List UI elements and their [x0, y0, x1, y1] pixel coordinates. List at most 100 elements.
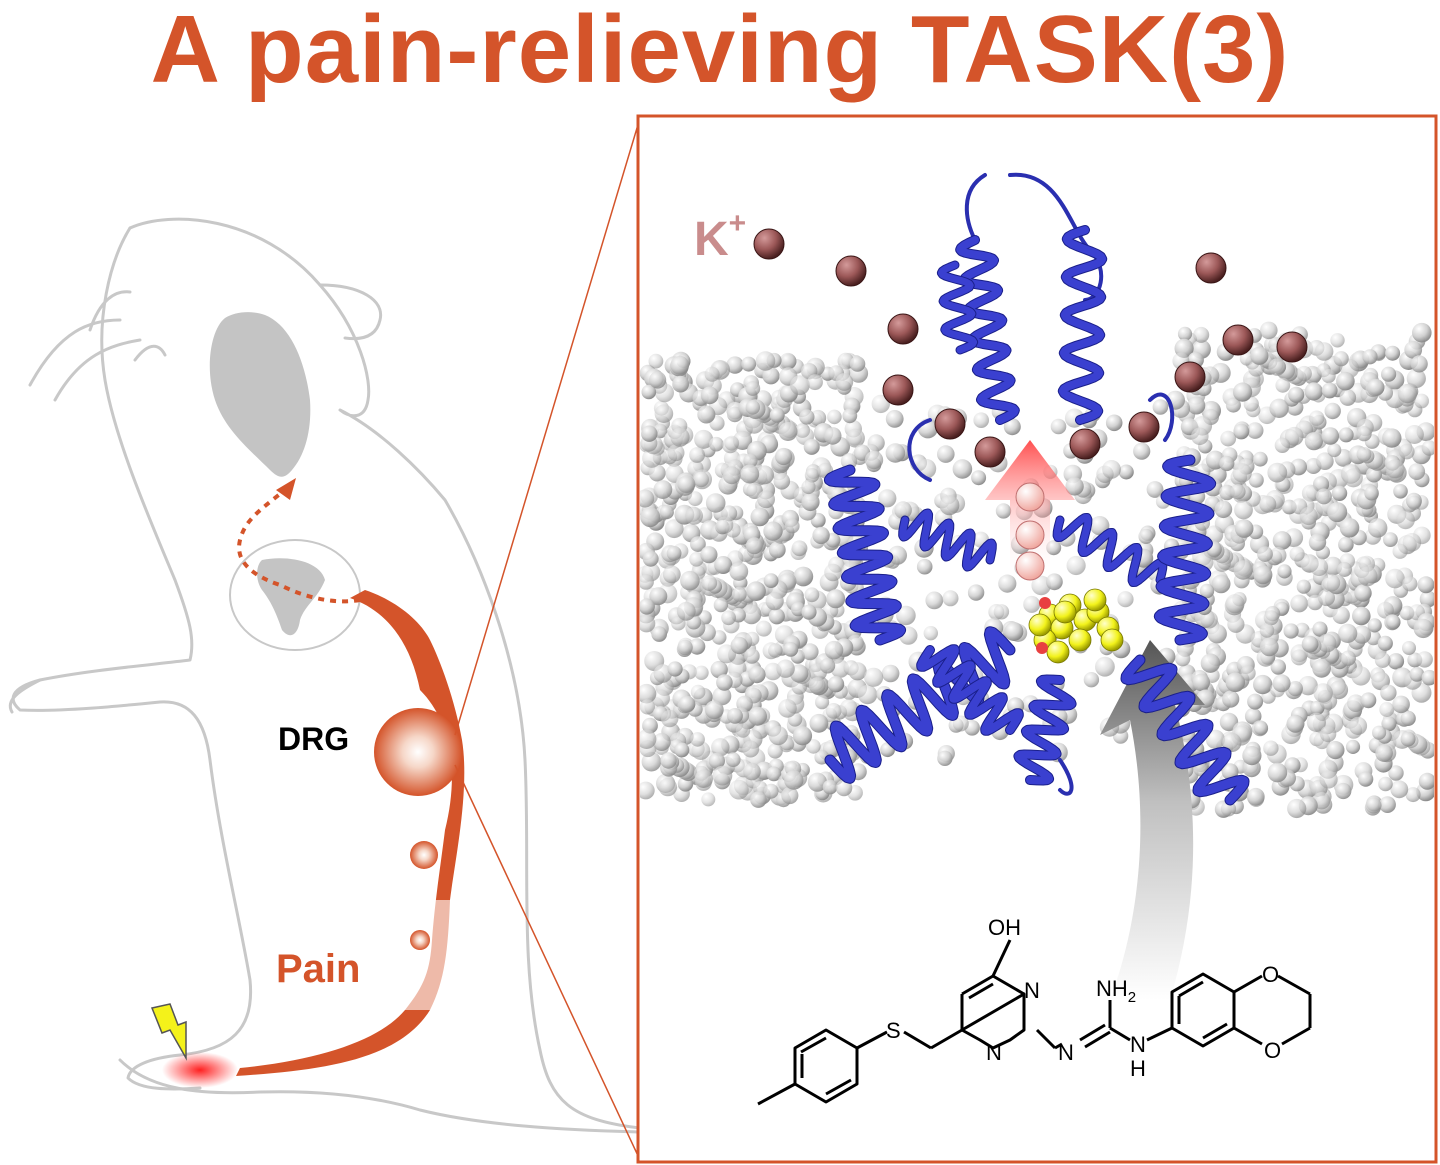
- lipid-atom: [1066, 555, 1086, 576]
- lipid-atom: [1390, 780, 1409, 799]
- lipid-atom: [1269, 547, 1287, 564]
- lipid-atom: [1083, 672, 1100, 688]
- potassium-symbol: K: [694, 213, 729, 266]
- lipid-atom: [942, 590, 959, 607]
- lipid-atom: [1338, 536, 1354, 553]
- lipid-atom: [1284, 426, 1304, 446]
- k-ion: [835, 255, 867, 287]
- lipid-atom: [1385, 345, 1401, 361]
- lipid-atom: [971, 470, 987, 486]
- lipid-atom: [1004, 622, 1024, 641]
- lipid-atom: [778, 422, 798, 441]
- lipid-atom: [677, 475, 696, 494]
- protein-loop: [964, 173, 987, 242]
- lipid-atom: [1233, 382, 1253, 402]
- lipid-atom: [735, 723, 751, 738]
- lipid-atom: [815, 695, 830, 710]
- lipid-atom: [676, 601, 696, 621]
- lipid-atom: [1234, 519, 1254, 538]
- k-ion: [887, 313, 919, 345]
- lipid-atom: [1421, 440, 1434, 456]
- lipid-atom: [704, 700, 724, 720]
- lipid-atom: [755, 351, 776, 371]
- lipid-atom: [750, 507, 770, 527]
- lipid-atom: [659, 504, 674, 520]
- lipid-atom: [845, 428, 865, 448]
- lipid-atom: [1343, 468, 1363, 488]
- lipid-atom: [1331, 485, 1348, 501]
- lipid-atom: [1418, 772, 1434, 790]
- protein-helix: [1154, 455, 1216, 645]
- lipid-atom: [689, 552, 704, 567]
- lipid-atom: [768, 726, 788, 746]
- lipid-atom: [689, 447, 705, 463]
- lipid-atom: [642, 550, 659, 567]
- lipid-atom: [767, 743, 783, 759]
- atom-n-imine: N: [1058, 1040, 1074, 1065]
- lipid-atom: [660, 752, 677, 769]
- lipid-atom: [826, 589, 846, 609]
- lipid-atom: [799, 409, 815, 425]
- lipid-atom: [1409, 667, 1425, 682]
- lipid-atom: [1275, 377, 1291, 393]
- lipid-atom: [713, 597, 729, 613]
- lipid-atom: [1352, 625, 1372, 644]
- lipid-atom: [1330, 333, 1345, 348]
- lipid-atom: [1414, 393, 1429, 409]
- lipid-atom: [1322, 574, 1341, 592]
- lipid-atom: [1357, 566, 1378, 587]
- lipid-atom: [894, 501, 912, 519]
- lipid-atom: [824, 640, 844, 660]
- lipid-atom: [654, 404, 674, 424]
- lipid-atom: [748, 706, 767, 726]
- lipid-atom: [709, 436, 724, 452]
- lipid-atom: [705, 493, 726, 513]
- lipid-atom: [1339, 518, 1360, 538]
- lipid-atom: [755, 465, 774, 485]
- lipid-atom: [775, 447, 793, 466]
- lipid-atom: [923, 626, 938, 641]
- lipid-atom: [716, 674, 733, 691]
- lipid-atom: [1146, 481, 1164, 498]
- protein-helix: [917, 645, 1023, 735]
- lipid-atom: [1312, 621, 1328, 637]
- lipid-atom: [700, 546, 718, 564]
- k-ion: [1174, 361, 1206, 393]
- lipid-atom: [711, 738, 730, 757]
- lipid-atom: [1193, 326, 1210, 343]
- lipid-atom: [806, 739, 821, 754]
- lipid-atom: [1244, 707, 1262, 725]
- lipid-atom: [1222, 690, 1240, 708]
- lipid-atom: [1314, 342, 1334, 361]
- lipid-atom: [1219, 455, 1235, 472]
- lipid-atom: [864, 667, 884, 687]
- lipid-atom: [937, 445, 955, 463]
- lipid-atom: [1319, 770, 1338, 789]
- lipid-atom: [1301, 484, 1319, 502]
- lipid-atom: [896, 605, 916, 626]
- lipid-atom: [1364, 485, 1379, 501]
- lipid-atom: [763, 521, 783, 541]
- lipid-atom: [748, 666, 766, 684]
- lipid-atom: [784, 518, 800, 534]
- lipid-atom: [1385, 568, 1405, 589]
- lipid-atom: [688, 638, 706, 655]
- lipid-atom: [1230, 484, 1246, 500]
- lipid-atom: [1404, 340, 1423, 359]
- lipid-atom: [885, 443, 906, 463]
- lipid-atom: [1340, 650, 1357, 666]
- lipid-atom: [1253, 674, 1273, 695]
- lipid-atom: [1381, 366, 1397, 382]
- lipid-atom: [678, 695, 696, 713]
- lipid-atom: [1227, 615, 1245, 633]
- lipid-atom: [712, 686, 732, 706]
- lipid-atom: [1388, 765, 1404, 781]
- lipid-atom: [1379, 702, 1395, 717]
- lipid-atom: [1288, 386, 1305, 403]
- lipid-atom: [745, 631, 760, 647]
- lipid-atom: [1351, 666, 1371, 686]
- lipid-atom: [1380, 684, 1397, 701]
- lipid-atom: [1387, 653, 1405, 670]
- lipid-atom: [729, 562, 749, 581]
- lipid-atom: [726, 356, 744, 374]
